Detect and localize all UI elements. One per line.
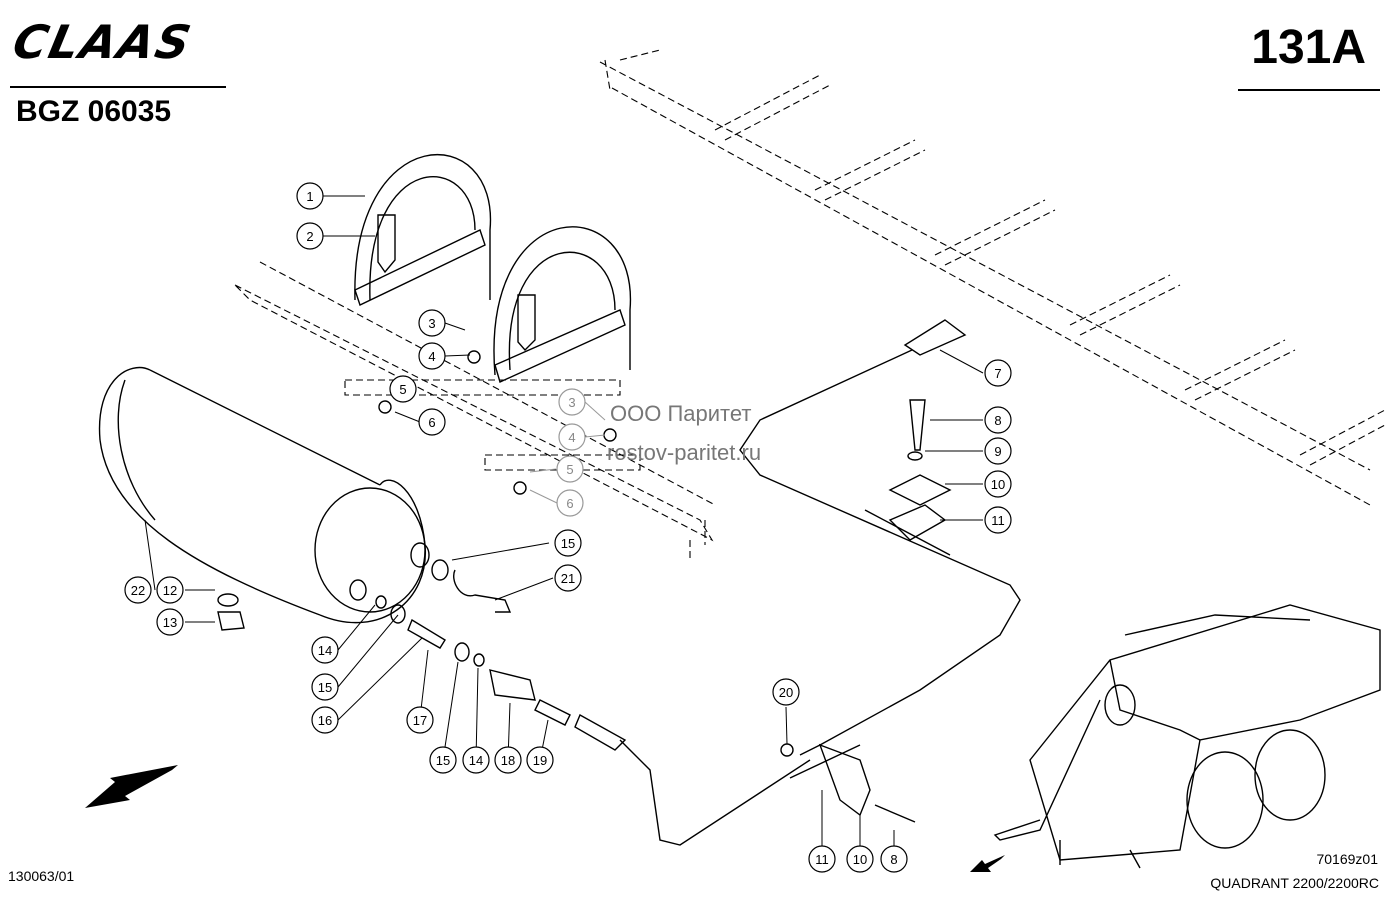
figure-reference: 70169z01 — [1316, 851, 1378, 867]
callout-label: 2 — [306, 229, 313, 244]
callout-label: 9 — [994, 444, 1001, 459]
callout-20: 20 — [772, 678, 800, 706]
callout-4: 4 — [558, 423, 586, 451]
direction-arrow-small — [970, 855, 1005, 872]
callout-3: 3 — [558, 388, 586, 416]
callout-6: 6 — [556, 489, 584, 517]
callout-13: 13 — [156, 608, 184, 636]
callout-label: 16 — [318, 713, 332, 728]
callout-21: 21 — [554, 564, 582, 592]
callout-label: 18 — [501, 753, 515, 768]
air-tank — [98, 366, 430, 624]
callout-1: 1 — [296, 182, 324, 210]
leader-lines — [144, 195, 984, 859]
callout-label: 12 — [163, 583, 177, 598]
callout-6: 6 — [418, 408, 446, 436]
callout-14: 14 — [462, 746, 490, 774]
tank-strap-2 — [493, 226, 632, 383]
catalog-number: BGZ 06035 — [16, 95, 172, 128]
mounting-rail-outline — [234, 261, 716, 560]
callout-label: 17 — [413, 713, 427, 728]
callout-label: 15 — [318, 680, 332, 695]
callout-label: 8 — [994, 413, 1001, 428]
callout-label: 3 — [428, 316, 435, 331]
callout-label: 14 — [469, 753, 483, 768]
callout-label: 4 — [428, 349, 435, 364]
callout-15: 15 — [429, 746, 457, 774]
callout-9: 9 — [984, 437, 1012, 465]
callout-label: 15 — [561, 536, 575, 551]
callout-label: 10 — [853, 852, 867, 867]
callout-label: 6 — [428, 415, 435, 430]
callout-label: 20 — [779, 685, 793, 700]
header-rule-right — [1238, 89, 1380, 91]
callout-8: 8 — [880, 845, 908, 873]
callout-label: 7 — [994, 366, 1001, 381]
header-rule-left — [10, 86, 226, 88]
callout-label: 22 — [131, 583, 145, 598]
callout-2: 2 — [296, 222, 324, 250]
callout-11: 11 — [984, 506, 1012, 534]
callout-12: 12 — [156, 576, 184, 604]
callout-3: 3 — [418, 309, 446, 337]
callout-label: 6 — [566, 496, 573, 511]
callout-19: 19 — [526, 746, 554, 774]
callout-label: 11 — [815, 852, 829, 867]
tank-strap-1 — [354, 153, 492, 306]
callout-11: 11 — [808, 845, 836, 873]
page-number: 131A — [1251, 21, 1366, 74]
baler-machine-outline — [993, 604, 1381, 869]
callout-10: 10 — [846, 845, 874, 873]
callout-label: 15 — [436, 753, 450, 768]
callout-label: 1 — [306, 189, 313, 204]
callout-10: 10 — [984, 470, 1012, 498]
callout-label: 5 — [399, 382, 406, 397]
callout-label: 13 — [163, 615, 177, 630]
callout-16: 16 — [311, 706, 339, 734]
pipe-lines — [217, 319, 1021, 846]
callout-4: 4 — [418, 342, 446, 370]
callout-7: 7 — [984, 359, 1012, 387]
machine-model: QUADRANT 2200/2200RC — [1210, 875, 1379, 891]
callout-label: 11 — [991, 513, 1005, 528]
callout-8: 8 — [984, 406, 1012, 434]
callout-18: 18 — [494, 746, 522, 774]
callout-label: 19 — [533, 753, 547, 768]
callout-label: 8 — [890, 852, 897, 867]
watermark-company: ООО Паритет — [610, 401, 752, 426]
callout-label: 14 — [318, 643, 332, 658]
callout-15: 15 — [311, 673, 339, 701]
document-reference: 130063/01 — [8, 868, 75, 884]
claas-logo: CLAAS — [8, 15, 198, 69]
direction-arrow-large — [85, 765, 178, 808]
watermark-website: rostov-paritet.ru — [607, 440, 762, 465]
chassis-frame-outline — [599, 49, 1386, 506]
callout-5: 5 — [389, 375, 417, 403]
callout-5: 5 — [556, 455, 584, 483]
callout-label: 4 — [568, 430, 575, 445]
callout-label: 21 — [561, 571, 575, 586]
callout-22: 22 — [124, 576, 152, 604]
callout-15: 15 — [554, 529, 582, 557]
callout-14: 14 — [311, 636, 339, 664]
callout-17: 17 — [406, 706, 434, 734]
callout-label: 5 — [566, 462, 573, 477]
callout-label: 3 — [568, 395, 575, 410]
callout-label: 10 — [991, 477, 1005, 492]
